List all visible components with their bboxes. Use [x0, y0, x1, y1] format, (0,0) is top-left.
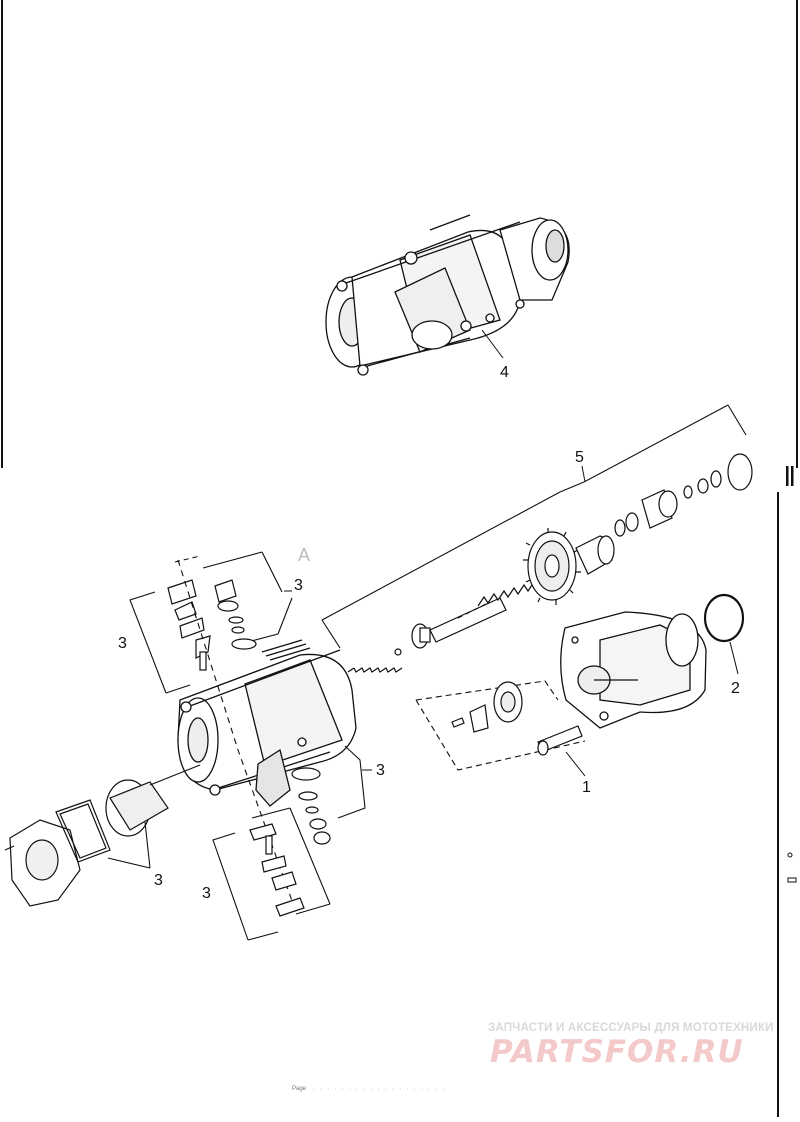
brush-parts-middle	[291, 767, 331, 845]
bracket-1-dashed	[415, 680, 586, 771]
end-cover-parts	[4, 764, 201, 907]
callout-3-cover: 3	[154, 872, 163, 889]
watermark-logo: PARTSFOR.RU	[490, 1034, 744, 1070]
frame-break-marks	[786, 466, 794, 486]
callout-3-left: 3	[118, 635, 127, 652]
leader-line-2	[729, 641, 739, 675]
brush-holder-parts-right	[214, 579, 257, 650]
bracket-3-lower	[212, 807, 331, 941]
watermark-tagline: ЗАПЧАСТИ И АКСЕССУАРЫ ДЛЯ МОТОТЕХНИКИ	[488, 1022, 774, 1034]
brush-parts-lower	[249, 823, 305, 917]
bracket-3-upper-left	[129, 591, 191, 694]
drive-train-parts	[347, 453, 753, 673]
callout-3-middle: 3	[376, 762, 385, 779]
leader-line-5	[581, 465, 586, 483]
footer-page-label: Page	[292, 1086, 307, 1092]
front-housing-drawing	[560, 593, 745, 729]
bracket-5	[321, 404, 747, 649]
bracket-3-middle	[337, 745, 366, 819]
bracket-3-cover	[107, 821, 151, 869]
leader-line-1	[565, 751, 586, 777]
callout-1: 1	[582, 779, 591, 796]
footer-dotted-line: · · · · · · · · · · · · · · · · · · ·	[312, 1086, 446, 1093]
callout-3-lower: 3	[202, 885, 211, 902]
motor-body-drawing	[177, 639, 357, 807]
leader-line-4	[481, 329, 504, 359]
edge-fragments	[787, 852, 797, 883]
view-label-a: A	[298, 545, 310, 565]
idler-gear-parts	[451, 681, 583, 756]
callout-3-upper: 3	[294, 577, 303, 594]
callout-4: 4	[500, 364, 509, 381]
callout-2: 2	[731, 680, 740, 697]
callout-5: 5	[575, 449, 584, 466]
starter-assembly-drawing	[325, 214, 570, 376]
